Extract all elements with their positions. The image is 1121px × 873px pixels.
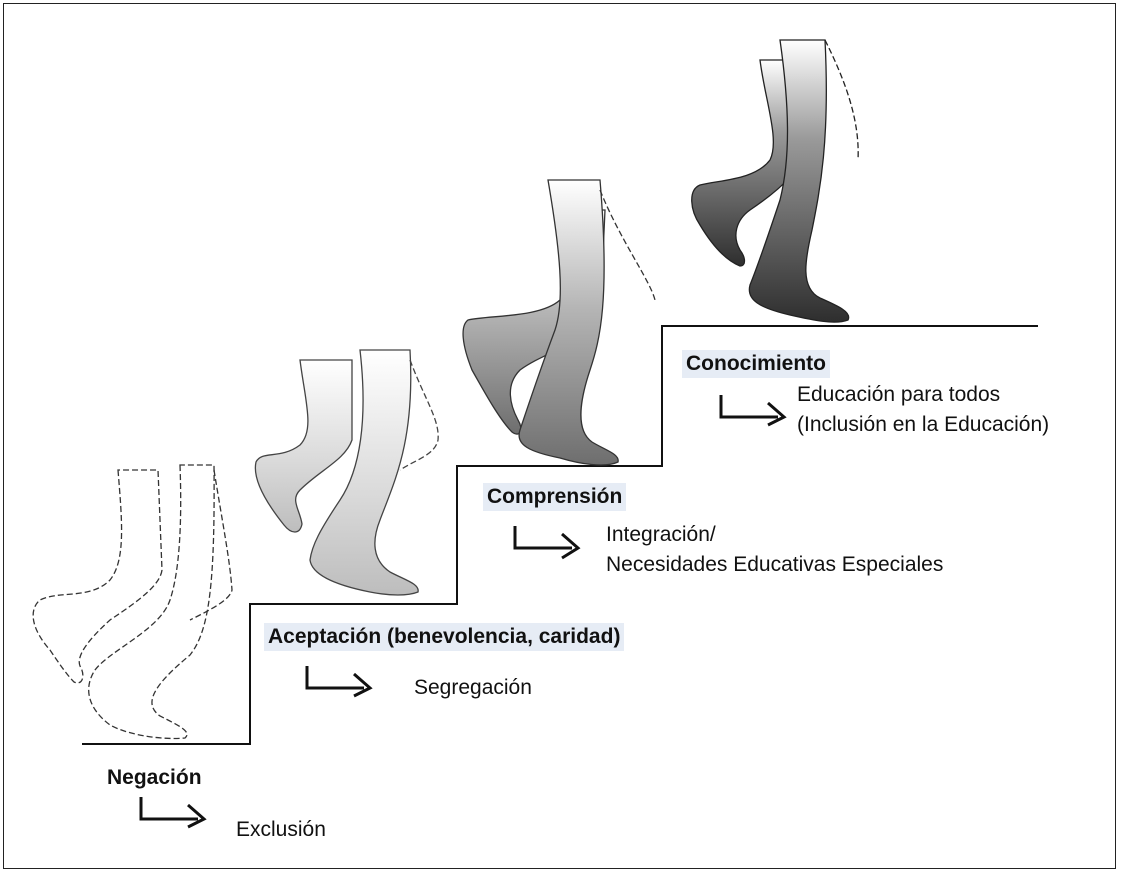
legs-icon — [32, 464, 233, 740]
arrow-right-icon — [513, 526, 581, 560]
stage-result-aceptacion: Segregación — [414, 676, 532, 699]
arrow-right-icon — [719, 395, 787, 427]
legs-icon — [254, 349, 439, 596]
stage-result-comprension-1: Integración/ — [606, 523, 716, 546]
arrow-right-icon — [139, 797, 207, 829]
stage-result-comprension-2: Necesidades Educativas Especiales — [606, 553, 944, 576]
stage-result-conocimiento-1: Educación para todos — [797, 383, 1001, 406]
stage-result-conocimiento-2: (Inclusión en la Educación) — [797, 413, 1050, 436]
arrow-right-icon — [305, 666, 373, 698]
stage-result-negacion: Exclusión — [236, 818, 326, 841]
legs-icon — [462, 179, 656, 466]
stage-title-negacion: Negación — [107, 766, 202, 789]
legs-icon — [691, 39, 859, 323]
stage-title-aceptacion: Aceptación (benevolencia, caridad) — [264, 623, 625, 651]
stage-title-comprension: Comprensión — [483, 483, 627, 511]
staircase-line — [82, 325, 1038, 745]
stage-title-conocimiento: Conocimiento — [682, 350, 830, 378]
